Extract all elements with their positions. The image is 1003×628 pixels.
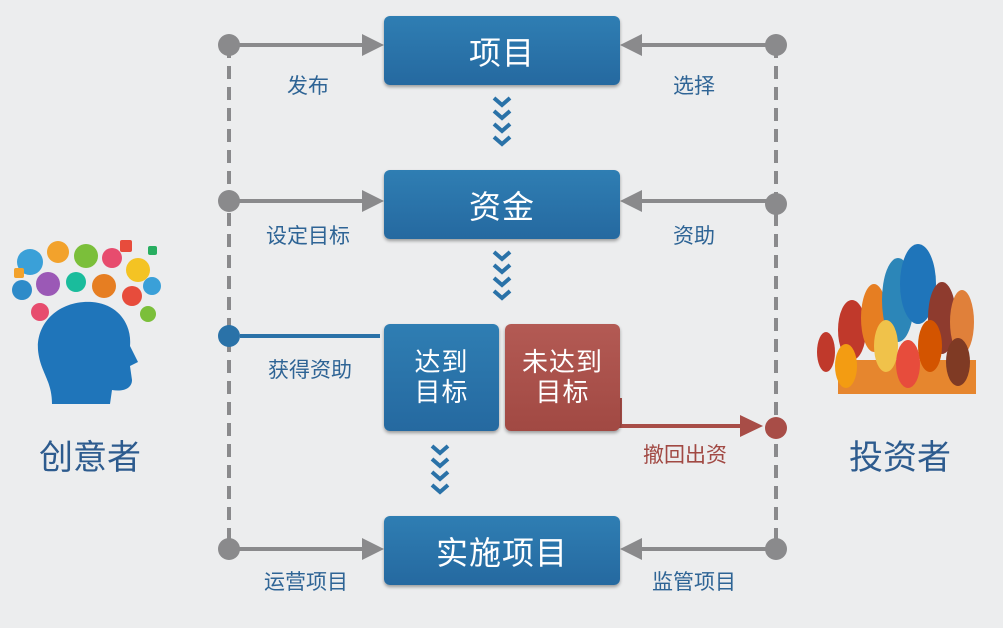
label-get-funding: 获得资助	[268, 358, 352, 382]
chevrons-1	[492, 96, 512, 147]
investor-illustration	[817, 244, 976, 394]
creator-label: 创意者	[39, 438, 141, 478]
label-supervise: 监管项目	[652, 570, 736, 594]
investor-label: 投资者	[849, 438, 951, 478]
funding-box: 资金	[384, 170, 620, 239]
operate-arrow	[218, 538, 384, 560]
implement-project-box: 实施项目	[384, 516, 620, 585]
not-reached-goal-box: 未达到 目标	[505, 324, 620, 431]
label-operate: 运营项目	[264, 570, 348, 594]
label-set-goal: 设定目标	[266, 224, 350, 248]
supervise-arrow	[620, 538, 787, 560]
label-withdraw: 撤回出资	[643, 443, 727, 467]
label-publish: 发布	[287, 74, 329, 98]
withdraw-arrow	[618, 398, 787, 439]
label-select: 选择	[673, 74, 715, 98]
chevrons-2	[492, 250, 512, 301]
publish-arrow	[218, 34, 384, 56]
get-funding-arrow	[218, 325, 380, 347]
set-goal-arrow	[218, 190, 384, 212]
project-box: 项目	[384, 16, 620, 85]
reached-goal-box: 达到 目标	[384, 324, 499, 431]
creator-illustration	[12, 240, 161, 404]
chevrons-3	[430, 444, 450, 495]
select-arrow	[620, 34, 787, 56]
sponsor-arrow	[620, 190, 787, 215]
label-sponsor: 资助	[673, 224, 715, 248]
